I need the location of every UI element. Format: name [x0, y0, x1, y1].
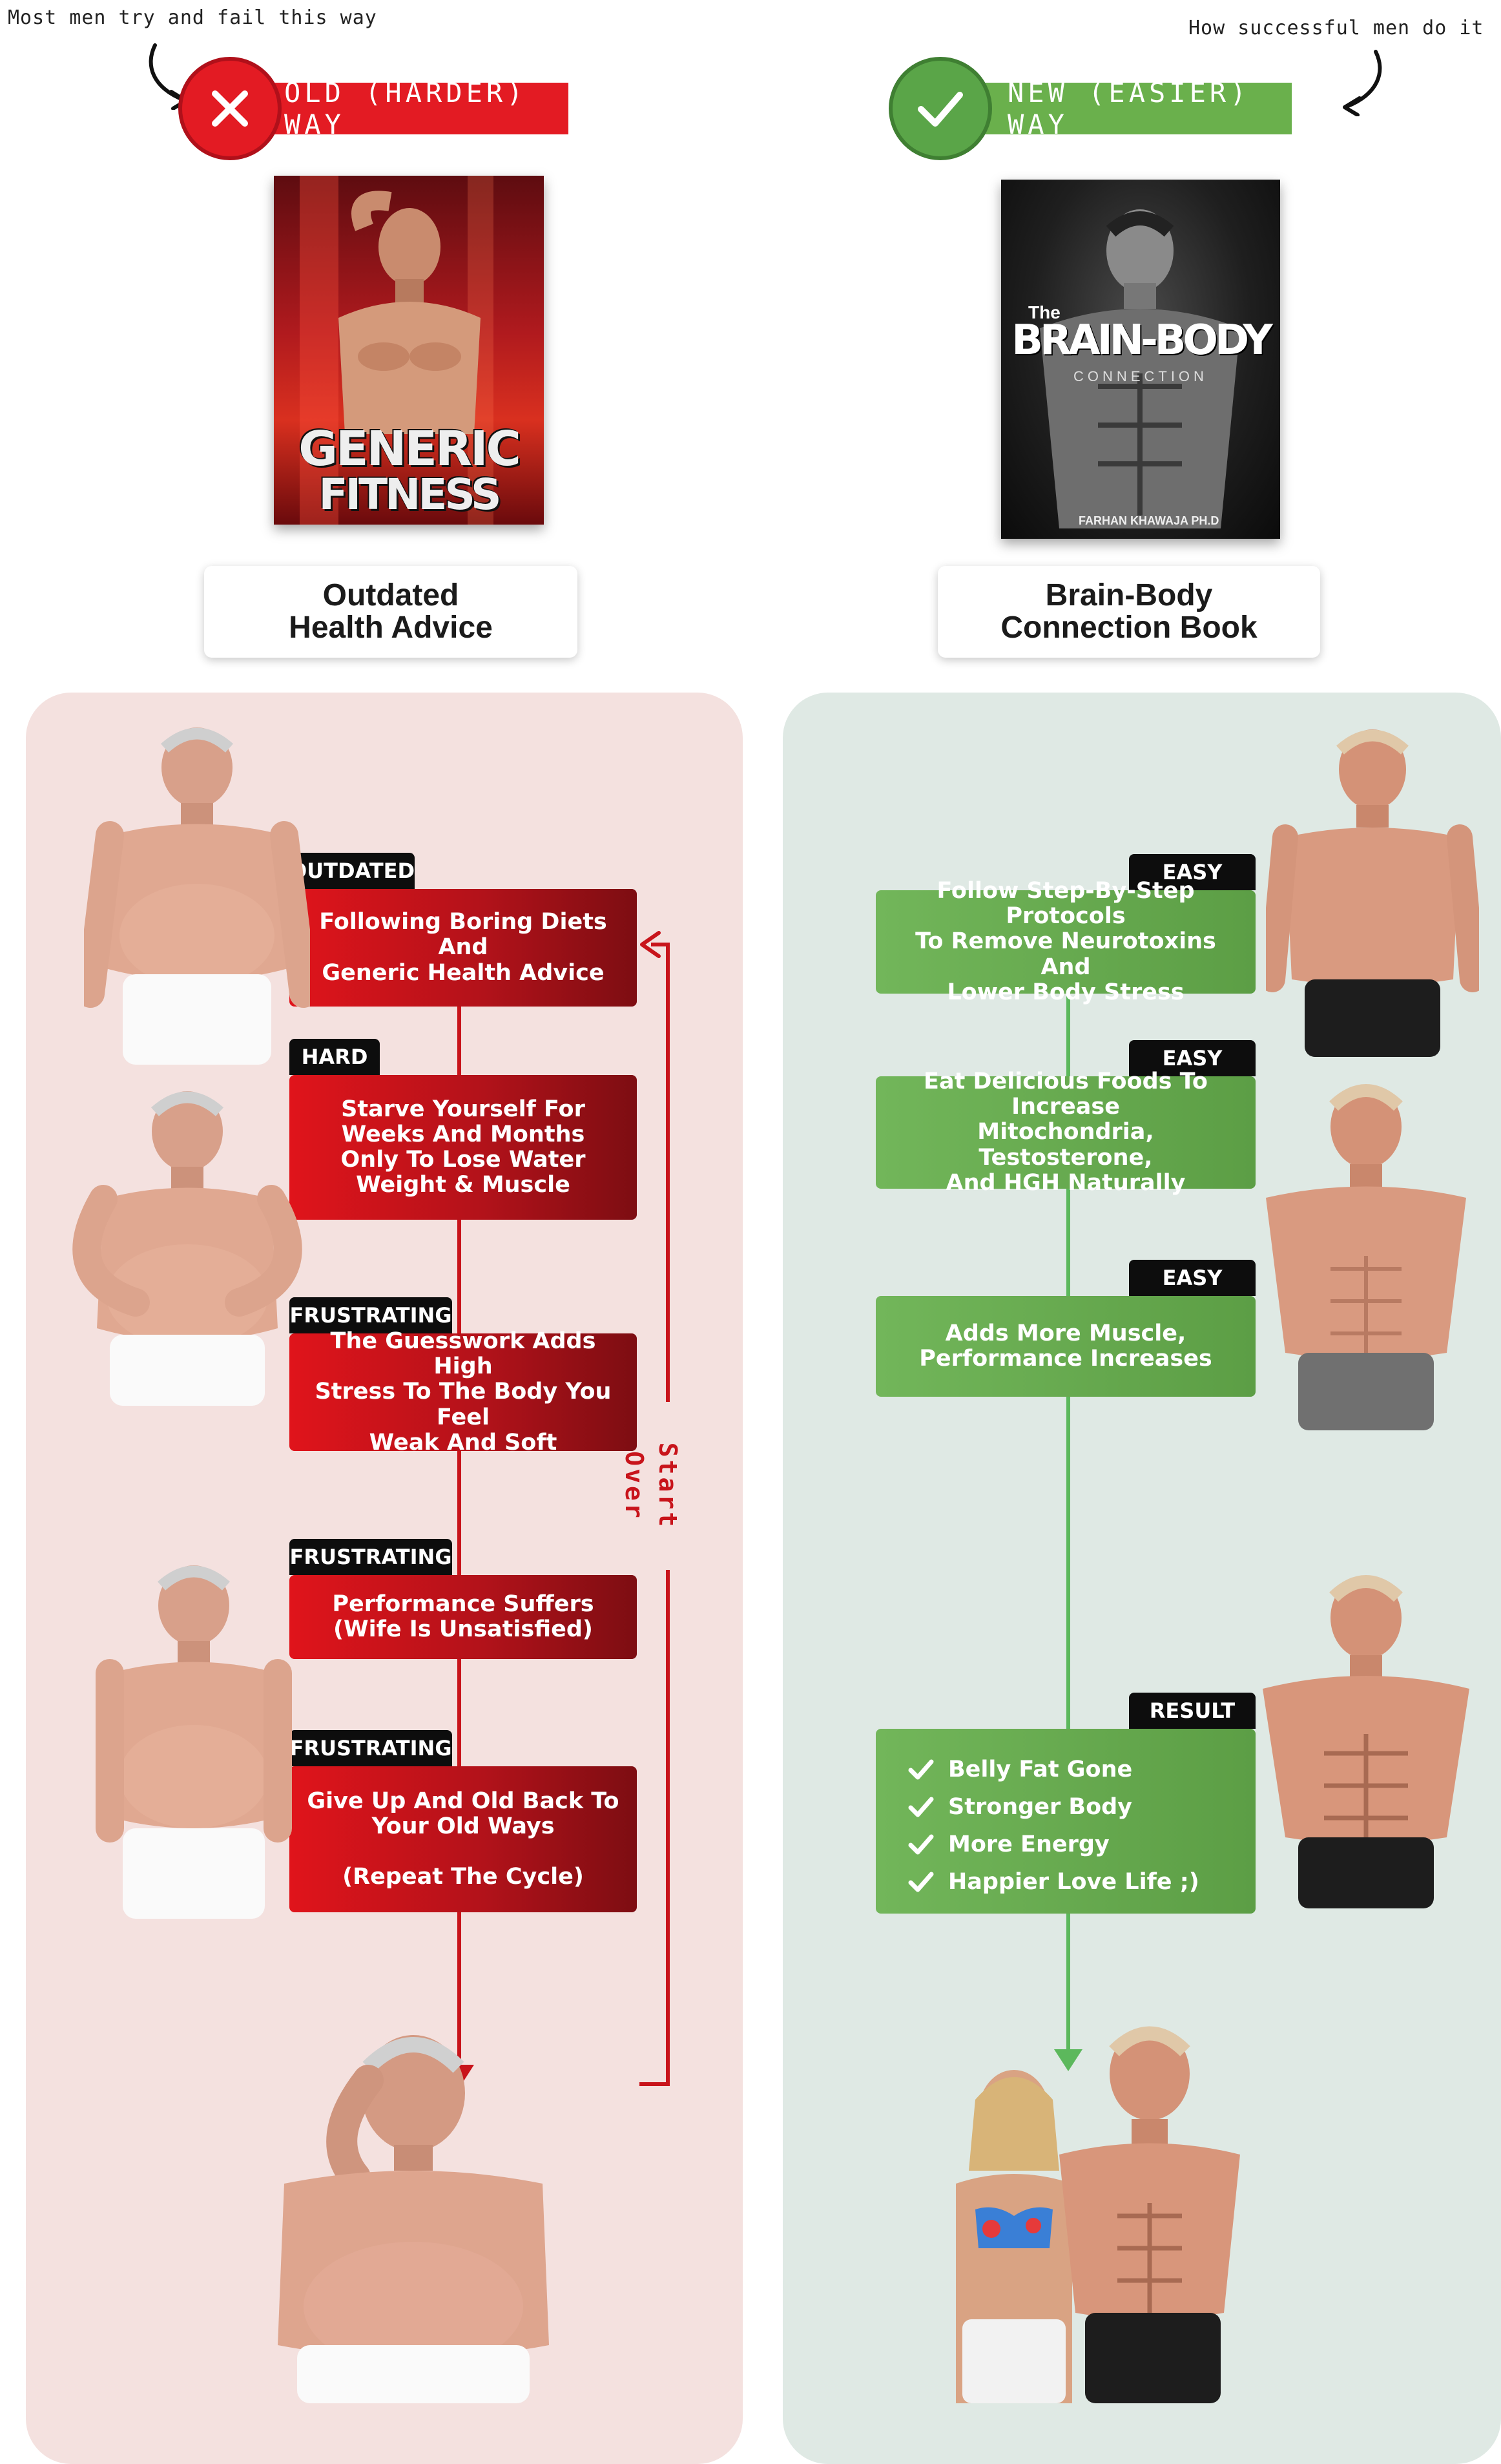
result-item-2: Stronger Body	[908, 1788, 1256, 1826]
result-box: Belly Fat Gone Stronger Body More Energy…	[876, 1729, 1256, 1914]
old-step-5: Give Up And Old Back To Your Old Ways (R…	[289, 1766, 637, 1912]
check-icon	[908, 1797, 934, 1817]
tag-frustrating-1: FRUSTRATING	[289, 1297, 452, 1333]
old-step-2: Starve Yourself For Weeks And Months Onl…	[289, 1075, 637, 1220]
x-icon	[178, 57, 282, 160]
fit-man-photo-3	[1263, 1575, 1469, 1908]
man-silhouette-icon	[338, 191, 481, 434]
tag-hard: HARD	[289, 1039, 380, 1075]
old-step-3: The Guesswork Adds High Stress To The Bo…	[289, 1328, 637, 1455]
old-way-label: OLD (HARDER) WAY	[284, 77, 527, 140]
book-title: BRAIN-BODY	[1011, 317, 1273, 364]
old-flow-line	[457, 1005, 461, 2065]
result-item-3: More Energy	[908, 1826, 1256, 1863]
brain-body-book-cover: The BRAIN-BODY CONNECTION FARHAN KHAWAJA…	[1001, 180, 1280, 539]
check-icon	[908, 1834, 934, 1855]
book-author: FARHAN KHAWAJA PH.D	[1079, 514, 1219, 527]
note-left: Most men try and fail this way	[8, 6, 377, 29]
new-book-caption: Brain-Body Connection Book	[938, 566, 1320, 658]
check-icon	[889, 57, 992, 160]
tag-result: RESULT	[1129, 1693, 1256, 1729]
tag-easy-2: EASY	[1129, 1040, 1256, 1076]
tag-easy-1: EASY	[1129, 854, 1256, 890]
old-book-caption: Outdated Health Advice	[204, 566, 577, 658]
new-way-label: NEW (EASIER) WAY	[1008, 77, 1250, 140]
book-title-line1: GENERIC	[298, 421, 521, 477]
book-title-line2: FITNESS BOOK	[318, 470, 501, 525]
tag-frustrating-3: FRUSTRATING	[289, 1730, 452, 1766]
old-step-4: Performance Suffers (Wife Is Unsatisfied…	[289, 1575, 637, 1659]
tag-outdated: OUTDATED	[289, 853, 415, 889]
happy-couple-photo	[956, 2026, 1240, 2403]
old-man-photo-1	[84, 727, 310, 1065]
arrow-down-green-icon	[1054, 2049, 1082, 2071]
new-step-2: Eat Delicious Foods To Increase Mitochon…	[876, 1069, 1256, 1195]
old-step-1: Following Boring Diets And Generic Healt…	[289, 889, 637, 1007]
old-man-photo-3	[96, 1565, 292, 1919]
old-man-photo-2	[72, 1091, 302, 1406]
new-step-1: Follow Step-By-Step Protocols To Remove …	[876, 878, 1256, 1005]
note-right: How successful men do it	[1188, 17, 1484, 39]
generic-fitness-book-cover: GENERIC FITNESS BOOK	[274, 176, 544, 525]
fit-man-photo-1	[1266, 729, 1479, 1057]
tag-frustrating-2: FRUSTRATING	[289, 1539, 452, 1575]
check-icon	[908, 1872, 934, 1892]
fit-man-photo-2	[1266, 1084, 1466, 1430]
new-flow-line	[1066, 995, 1070, 2061]
result-item-4: Happier Love Life ;)	[908, 1863, 1256, 1901]
result-item-1: Belly Fat Gone	[908, 1751, 1256, 1788]
tag-easy-3: EASY	[1129, 1260, 1256, 1296]
book-subtitle: CONNECTION	[1073, 368, 1208, 384]
new-step-3: Adds More Muscle, Performance Increases	[876, 1296, 1256, 1397]
curved-arrow-right-icon	[1343, 50, 1382, 116]
stressed-man-photo	[278, 2035, 549, 2403]
check-icon	[908, 1759, 934, 1780]
muscular-man-icon	[1040, 209, 1240, 528]
book-the: The	[1028, 302, 1061, 322]
